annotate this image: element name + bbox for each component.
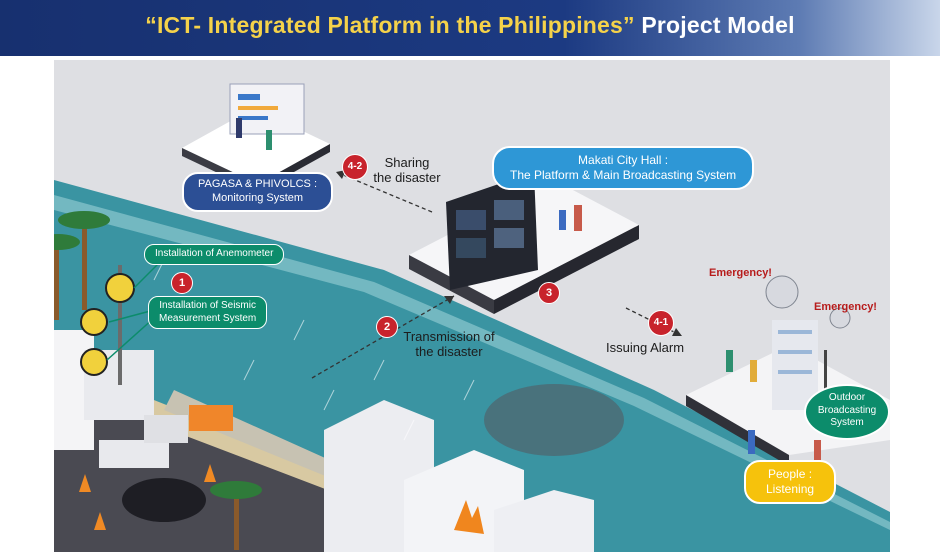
smoke-cloud: [484, 384, 624, 456]
diagram-canvas: PAGASA & PHIVOLCS : Monitoring System Ma…: [54, 60, 890, 552]
sinkhole: [122, 478, 206, 522]
step-badge-3: 3: [538, 282, 560, 304]
seismic-sensor: [80, 348, 108, 376]
illustration: [54, 83, 890, 552]
outdoor-label-line3: System: [830, 417, 864, 428]
traffic-cone: [204, 464, 216, 482]
palm-tree: [58, 211, 110, 310]
transmission-line1: Transmission of: [403, 329, 495, 344]
transmission-line2: the disaster: [415, 343, 483, 359]
arrow-transmission: [311, 295, 455, 379]
makati-label-line1: Makati City Hall :: [578, 153, 669, 167]
people-listening-label: People : Listening: [744, 460, 837, 504]
outdoor-label-line1: Outdoor: [828, 392, 866, 403]
sea-foam: [54, 195, 890, 530]
anemometer-label: Installation of Anemometer: [144, 244, 285, 265]
transmission-text: Transmission of the disaster: [394, 329, 504, 360]
person: [750, 360, 757, 382]
seismic-label-line1: Installation of Seismic: [159, 300, 256, 311]
truck: [99, 440, 169, 468]
title-quoted: “ICT- Integrated Platform in the Philipp…: [145, 12, 635, 38]
makati-label-line2: The Platform & Main Broadcasting System: [510, 168, 737, 182]
emergency-alert: Emergency!: [814, 301, 877, 313]
seismic-label: Installation of Seismic Measurement Syst…: [148, 296, 268, 329]
page-title: “ICT- Integrated Platform in the Philipp…: [0, 12, 940, 39]
outdoor-label-line2: Broadcasting: [817, 404, 877, 416]
pagasa-label-line2: Monitoring System: [211, 191, 304, 204]
anemometer-sensor: [105, 273, 135, 303]
palm-tree: [54, 234, 80, 320]
person: [266, 130, 272, 150]
fire: [454, 500, 484, 534]
seismic-label-line2: Measurement System: [159, 312, 257, 324]
issuing-alarm-text: Issuing Alarm: [606, 340, 685, 355]
arrow-head: [444, 296, 454, 304]
pagasa-label-line1: PAGASA & PHIVOLCS :: [198, 178, 318, 190]
pagasa-label: PAGASA & PHIVOLCS : Monitoring System: [182, 172, 334, 212]
rain: [153, 259, 475, 441]
arrow-head: [672, 328, 682, 336]
step-badge-1: 1: [171, 272, 193, 294]
satellite-dish: [765, 275, 799, 309]
palm-tree: [210, 481, 262, 550]
person: [748, 430, 755, 454]
person: [574, 205, 582, 231]
step-badge-4-1: 4-1: [648, 310, 674, 336]
sharing-line2: the disaster: [373, 169, 441, 185]
truck: [144, 415, 188, 443]
sea-band: [54, 180, 890, 552]
sensor-pole: [118, 265, 122, 385]
building-lower: [494, 490, 594, 552]
traffic-cone: [79, 474, 91, 492]
seismic-sensor: [80, 308, 108, 336]
title-rest: Project Model: [634, 12, 795, 38]
people-label-line1: People :: [768, 467, 813, 481]
title-banner: “ICT- Integrated Platform in the Philipp…: [0, 0, 940, 56]
outdoor-broadcasting-label: Outdoor Broadcasting System: [804, 384, 890, 440]
traffic-cone: [94, 512, 106, 530]
people-label-line2: Listening: [766, 482, 815, 496]
person: [726, 350, 733, 372]
step-badge-4-2: 4-2: [342, 154, 368, 180]
step-badge-2: 2: [376, 316, 398, 338]
broadcast-building: [772, 320, 818, 410]
sharing-line1: Sharing: [384, 155, 430, 170]
person: [559, 210, 566, 230]
emergency-alert: Emergency!: [709, 267, 772, 279]
person: [814, 440, 821, 464]
sharing-text: Sharing the disaster: [366, 155, 448, 186]
satellite-dish: [829, 307, 851, 329]
makati-label: Makati City Hall : The Platform & Main B…: [492, 146, 755, 190]
person: [236, 118, 242, 138]
truck-cab: [189, 405, 233, 431]
